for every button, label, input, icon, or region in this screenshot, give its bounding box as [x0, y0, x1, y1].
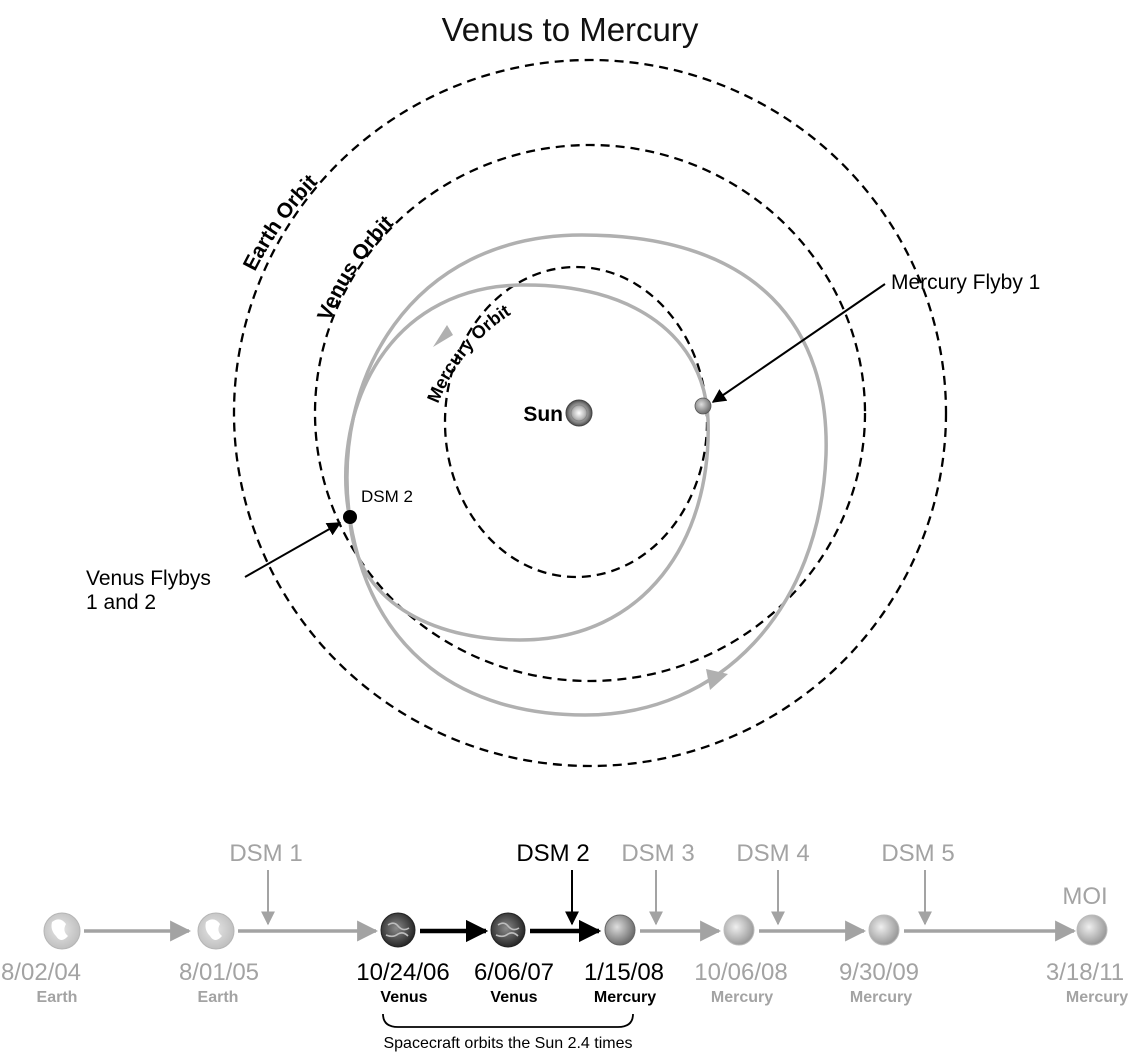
venus-flybys-label-line2: 1 and 2 [86, 591, 156, 614]
timeline-dsm2-label: DSM 2 [516, 840, 589, 867]
venus-orbit [313, 143, 867, 683]
timeline-mercury-icon-2 [723, 914, 755, 946]
sun-icon [565, 399, 593, 427]
venus-flybys-label: Venus Flybys 1 and 2 [86, 567, 217, 614]
sun-label: Sun [523, 403, 563, 426]
timeline-bracket [382, 1013, 634, 1028]
timeline-dsm5-label: DSM 5 [881, 840, 954, 867]
venus-flybys-label-line1: Venus Flybys [86, 567, 211, 590]
timeline-body-8: Mercury [1066, 989, 1128, 1006]
timeline-earth-continent-1 [51, 919, 68, 940]
timeline-mercury-icon-3 [868, 914, 900, 946]
trajectory-arrowhead-upper [433, 325, 453, 347]
diagram-title: Venus to Mercury [442, 11, 699, 48]
timeline-dsm1-label: DSM 1 [229, 840, 302, 867]
trajectory-inner-loop [344, 283, 710, 642]
mercury-orbit-label: Mercury Orbit [423, 301, 514, 406]
sun-ring-icon [570, 404, 588, 422]
timeline-mercury-icon-4 [1076, 914, 1108, 946]
timeline-dsm3-label: DSM 3 [621, 840, 694, 867]
timeline-date-6: 10/06/08 [694, 959, 787, 986]
timeline-body-2: Earth [198, 989, 239, 1006]
timeline-venus-icon-1 [380, 912, 416, 948]
timeline-body-4: Venus [490, 989, 537, 1006]
timeline-date-7: 9/30/09 [839, 959, 919, 986]
timeline-moi-label: MOI [1062, 883, 1107, 910]
timeline-body-5: Mercury [594, 989, 656, 1006]
mission-timeline: DSM 1 DSM 2 DSM 3 DSM 4 DSM 5 MOI 8/02/0… [1, 840, 1128, 1052]
timeline-body-6: Mercury [711, 989, 773, 1006]
earth-orbit [232, 58, 948, 768]
timeline-venus-texture-1 [385, 922, 410, 938]
mercury-flyby-label: Mercury Flyby 1 [891, 271, 1040, 294]
timeline-date-3: 10/24/06 [356, 959, 449, 986]
timeline-mercury-icon-1 [604, 914, 636, 946]
timeline-bracket-caption: Spacecraft orbits the Sun 2.4 times [383, 1035, 632, 1052]
mercury-flyby-pointer [711, 283, 886, 403]
timeline-dsm4-label: DSM 4 [736, 840, 809, 867]
timeline-venus-icon-2 [490, 912, 526, 948]
venus-flyby-point [343, 510, 357, 524]
timeline-venus-texture-2 [495, 922, 520, 938]
timeline-date-1: 8/02/04 [1, 959, 81, 986]
timeline-date-4: 6/06/07 [474, 959, 554, 986]
timeline-body-3: Venus [380, 989, 427, 1006]
mercury-position-icon [694, 397, 712, 415]
trajectory-large-loop [345, 233, 828, 717]
venus-flybys-pointer [244, 522, 342, 578]
timeline-body-7: Mercury [850, 989, 912, 1006]
trajectory-arrowhead-lower [706, 669, 728, 690]
earth-orbit-label: Earth Orbit [239, 170, 322, 274]
timeline-date-8: 3/18/11 [1046, 959, 1124, 986]
timeline-date-2: 8/01/05 [179, 959, 259, 986]
timeline-body-1: Earth [37, 989, 78, 1006]
venus-orbit-label: Venus Orbit [313, 211, 397, 323]
timeline-date-5: 1/15/08 [584, 959, 664, 986]
timeline-earth-continent-2 [205, 919, 222, 940]
dsm2-orbit-label: DSM 2 [361, 487, 413, 506]
